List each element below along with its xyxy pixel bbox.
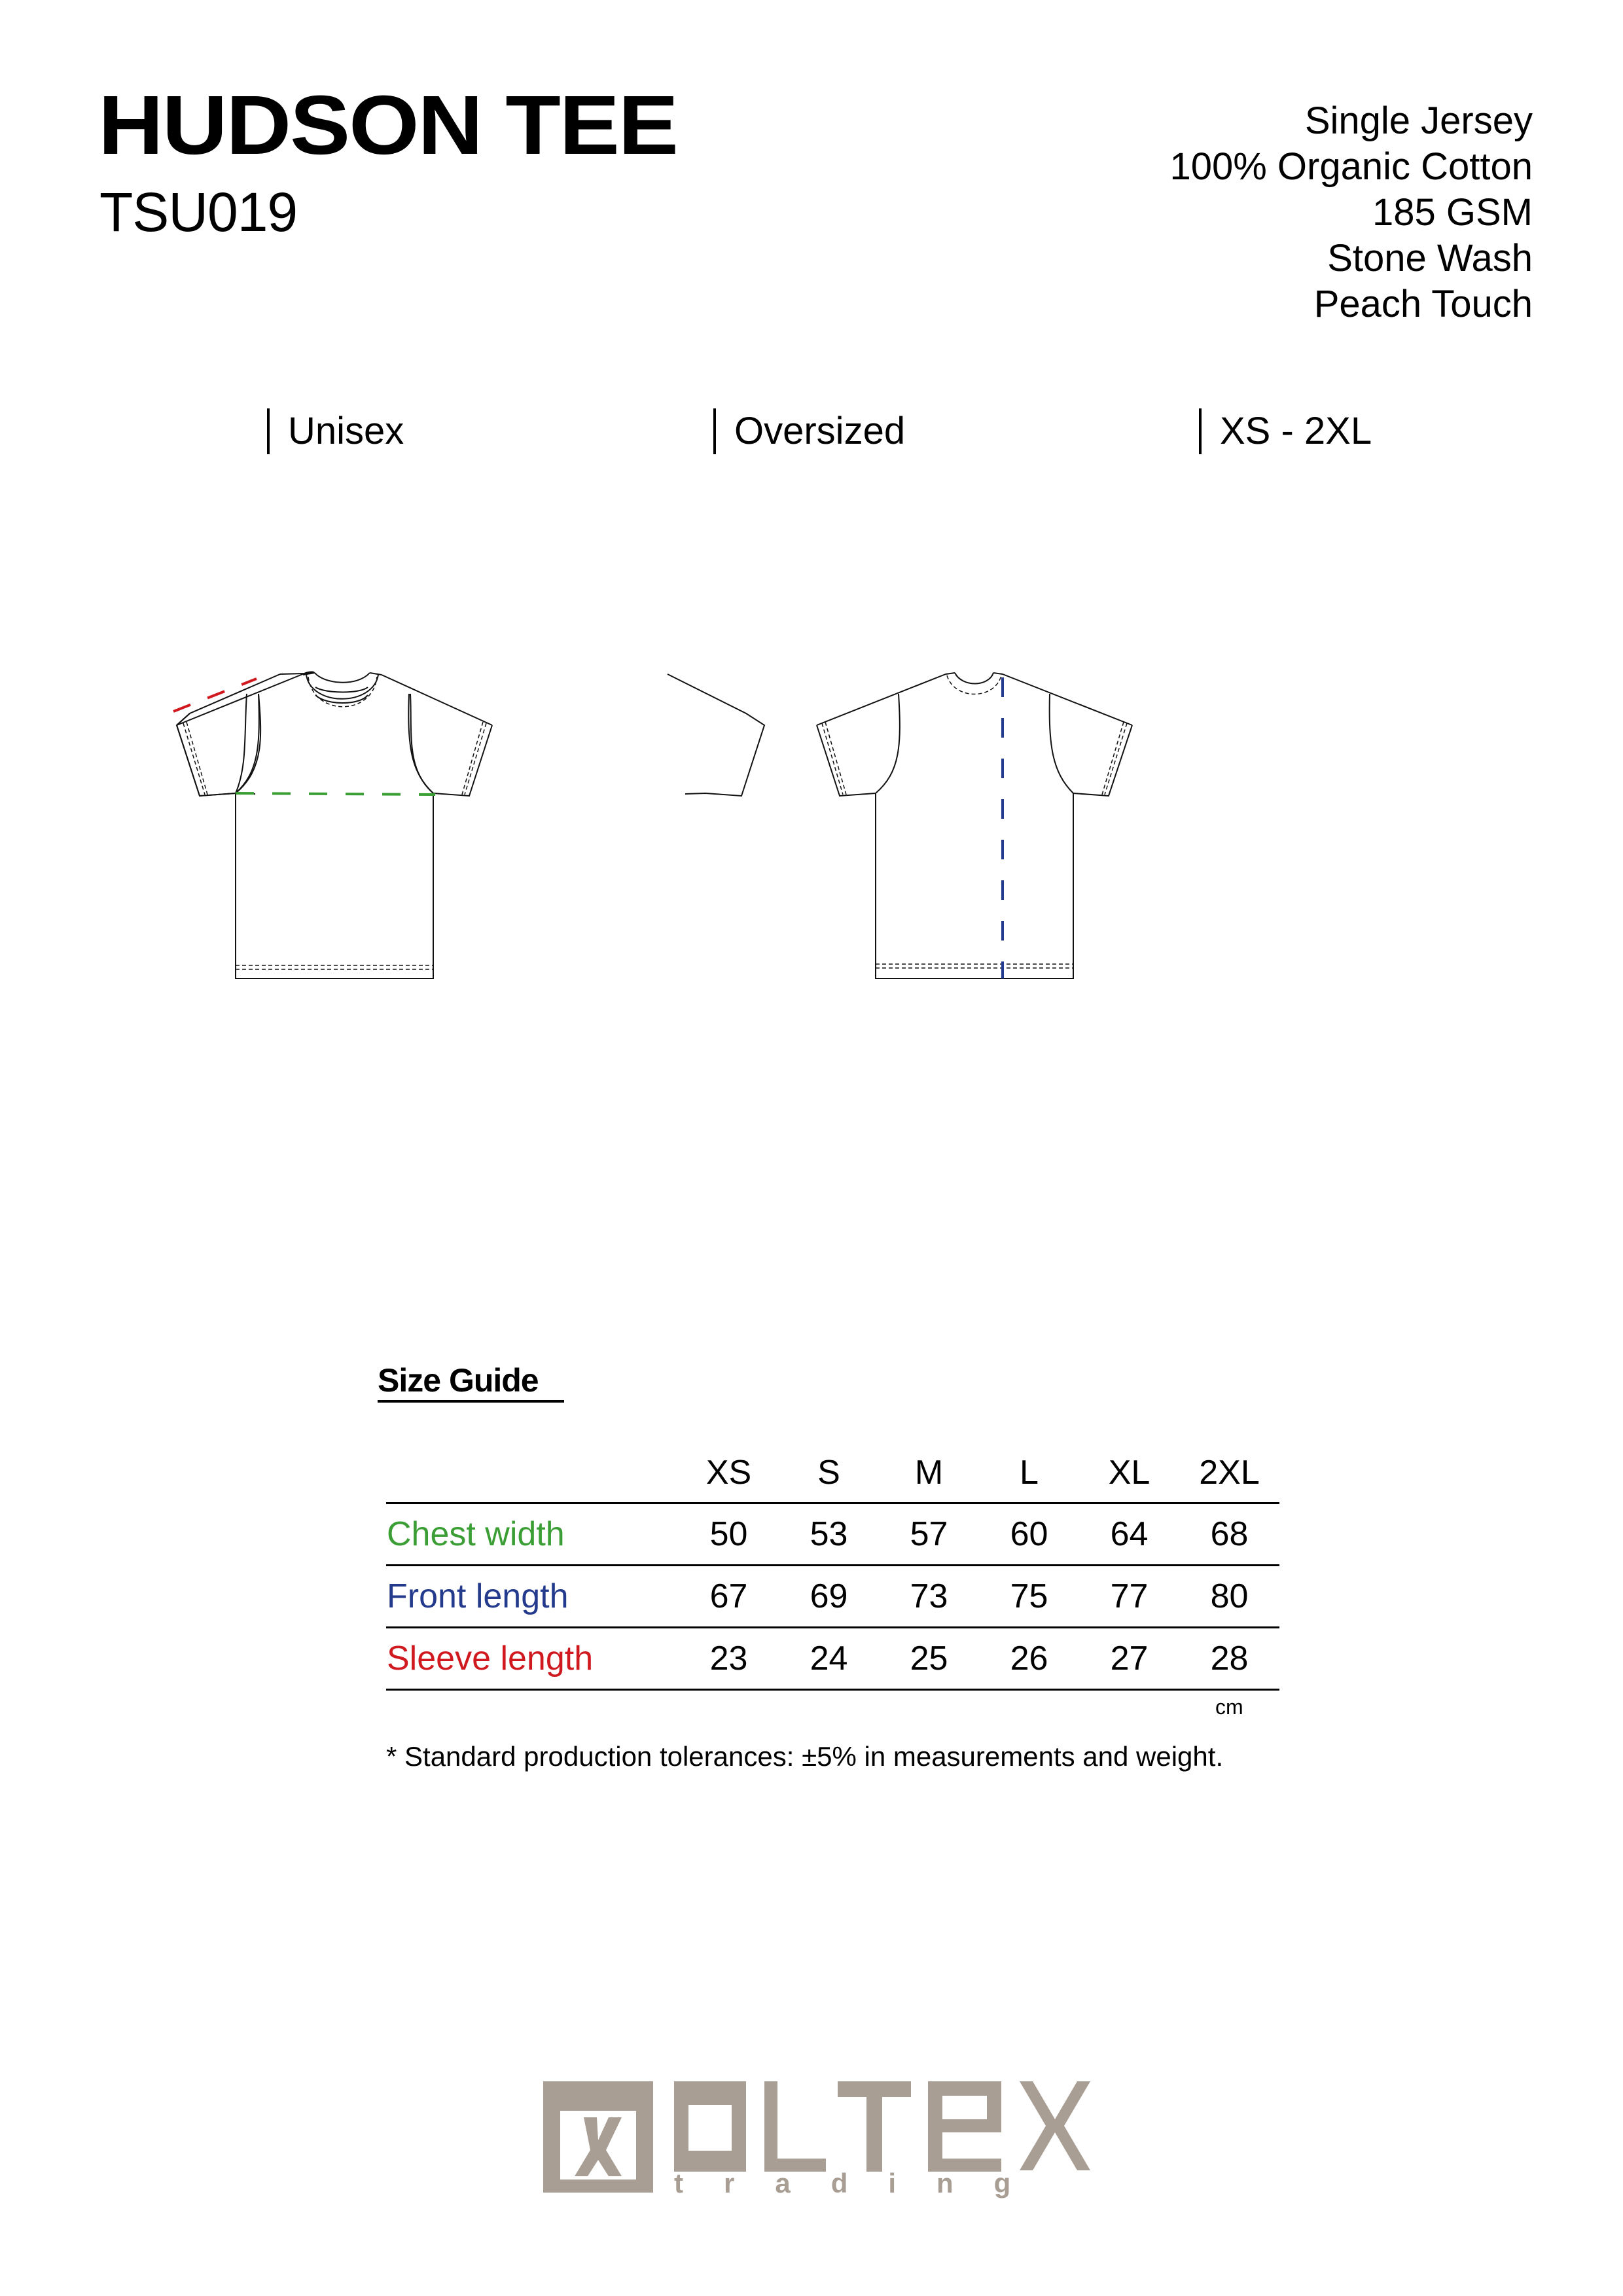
- cell: 28: [1179, 1626, 1279, 1691]
- cell: 25: [879, 1626, 979, 1691]
- cell: 57: [879, 1502, 979, 1566]
- product-code: TSU019: [99, 181, 298, 243]
- size-xs: XS: [705, 1454, 752, 1492]
- cell: 77: [1079, 1564, 1179, 1628]
- cell: 23: [679, 1626, 779, 1691]
- size-xl: XL: [1108, 1454, 1150, 1492]
- table-row: Chest width 50 53 57 60 64 68: [386, 1502, 1279, 1566]
- size-guide-title: Size Guide: [378, 1362, 539, 1399]
- tshirt-front-illustration: [173, 671, 766, 979]
- oltex-logo: trading: [543, 2081, 1090, 2198]
- cell: 68: [1179, 1502, 1279, 1566]
- spec-fabric: Single Jersey: [1304, 99, 1533, 142]
- cell: 60: [979, 1502, 1079, 1566]
- cell: 64: [1079, 1502, 1179, 1566]
- cell: 53: [779, 1502, 879, 1566]
- spec-weight: 185 GSM: [1372, 191, 1533, 234]
- spec-finish: Peach Touch: [1313, 283, 1533, 325]
- cell: 67: [679, 1564, 779, 1628]
- table-row: Front length 67 69 73 75 77 80: [386, 1564, 1279, 1628]
- header-blank: [386, 1443, 679, 1503]
- cell: 80: [1179, 1564, 1279, 1628]
- cell: 27: [1079, 1626, 1179, 1691]
- attribute-tags: Unisex Oversized XS - 2XL: [0, 408, 1623, 461]
- tag-gender: Unisex: [267, 408, 404, 454]
- row-label-sleeve-length: Sleeve length: [386, 1626, 679, 1691]
- size-header-row: XS S M L XL 2XL: [386, 1443, 1279, 1503]
- cell: 69: [779, 1564, 879, 1628]
- logo-x-box-icon: [543, 2081, 653, 2193]
- size-l: L: [1020, 1454, 1039, 1492]
- size-m: M: [914, 1454, 944, 1492]
- tag-size-range: XS - 2XL: [1199, 408, 1372, 454]
- tag-fit: Oversized: [713, 408, 905, 454]
- logo-subtitle: trading: [674, 2168, 1051, 2198]
- cell: 24: [779, 1626, 879, 1691]
- cell: 50: [679, 1502, 779, 1566]
- row-label-front-length: Front length: [386, 1564, 679, 1628]
- size-2xl: 2XL: [1199, 1454, 1260, 1492]
- size-guide-underline: [378, 1400, 564, 1403]
- cell: 26: [979, 1626, 1079, 1691]
- fabric-specs: Single Jersey 100% Organic Cotton 185 GS…: [1169, 98, 1533, 327]
- cell: 73: [879, 1564, 979, 1628]
- tolerance-note: * Standard production tolerances: ±5% in…: [386, 1741, 1224, 1772]
- size-s: S: [817, 1454, 840, 1492]
- row-label-chest-width: Chest width: [386, 1502, 679, 1566]
- size-guide-table: XS S M L XL 2XL Chest width 50 53 57 60 …: [386, 1443, 1279, 1691]
- table-row: Sleeve length 23 24 25 26 27 28: [386, 1626, 1279, 1691]
- spec-composition: 100% Organic Cotton: [1169, 145, 1533, 188]
- tshirt-back-illustration: [816, 672, 1133, 979]
- spec-wash: Stone Wash: [1327, 237, 1533, 279]
- unit-label: cm: [1215, 1695, 1243, 1719]
- cell: 75: [979, 1564, 1079, 1628]
- product-title: HUDSON TEE: [98, 79, 679, 172]
